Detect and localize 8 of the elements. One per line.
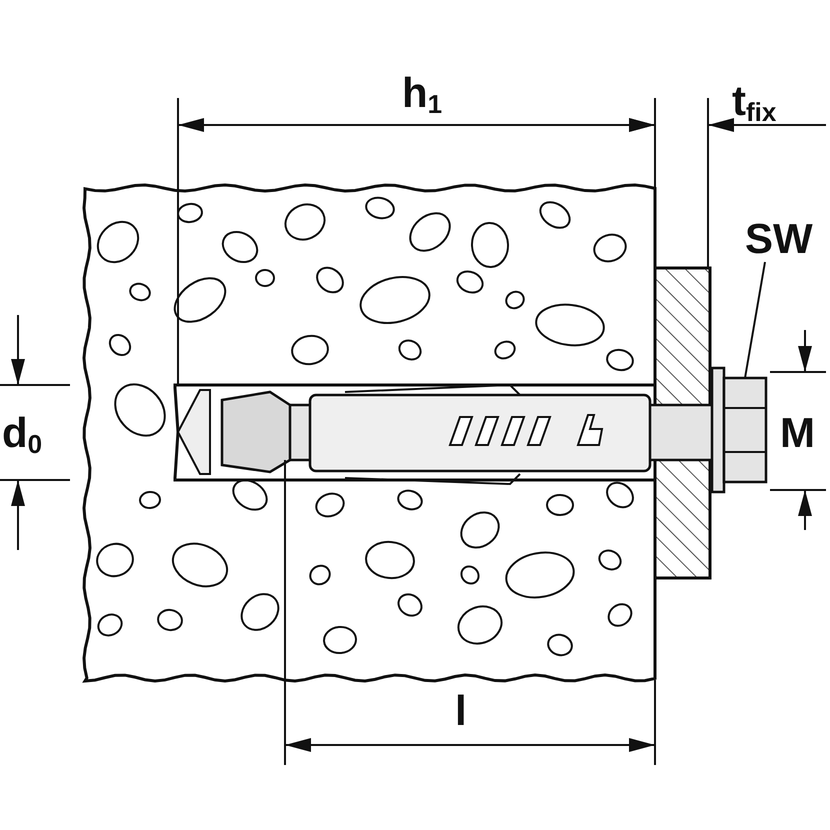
dimension-label: t$_{fix}$	[732, 80, 776, 125]
dimension-label: h$_{1}$	[402, 72, 442, 117]
dimension-label: d$_{0}$	[2, 412, 42, 457]
leader-line	[744, 262, 766, 378]
hex-nut	[722, 376, 768, 484]
dimension-label: l	[455, 690, 467, 732]
dimension-label: M	[780, 412, 815, 454]
part-label: SW	[745, 218, 813, 260]
